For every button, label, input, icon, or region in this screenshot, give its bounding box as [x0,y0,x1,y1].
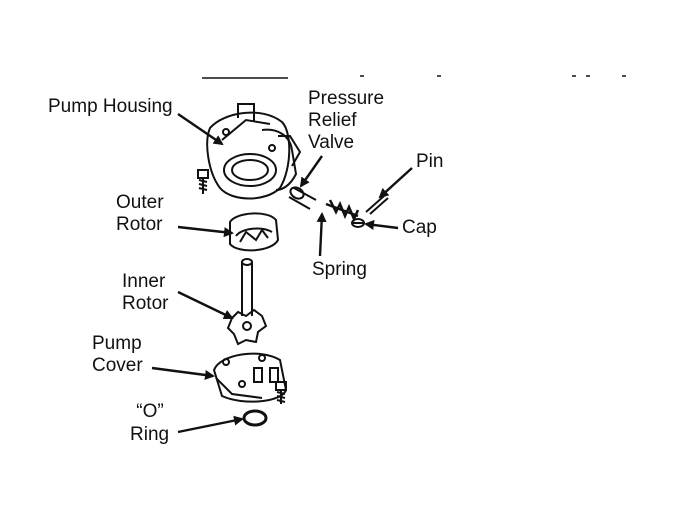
arrow-pressure-relief-valve [299,155,323,188]
label-outer-rotor-line2: Rotor [116,214,163,235]
pin-part [365,195,389,215]
label-cover-line2: Cover [92,355,143,376]
relief-valve-part [288,186,317,210]
outer-rotor-part [229,212,280,252]
leader-arrows [151,113,413,434]
scan-line [202,75,626,79]
label-ring-line2: Ring [130,424,170,445]
o-ring-part [242,409,268,427]
arrow-outer-rotor [177,225,234,238]
arrow-cap [364,220,399,230]
inner-rotor-part [226,258,268,346]
label-inner-line1: Inner [122,271,166,292]
arrow-pump-cover [151,366,215,380]
spring-part [325,199,360,223]
cap-part [351,218,365,228]
arrow-o-ring [177,415,244,434]
label-pin: Pin [416,151,444,172]
cover-bolt-part [275,381,287,404]
label-outer-line1: Outer [116,192,164,213]
label-spring: Spring [312,259,367,280]
pump-housing-part [206,103,302,200]
label-cap: Cap [402,217,437,238]
arrow-pin [378,167,413,199]
arrow-spring [316,212,327,257]
label-pump-housing: Pump Housing [48,96,173,117]
label-pump-line1: Pump [92,333,142,354]
label-inner-rotor-line2: Rotor [122,293,169,314]
label-pressure-line1: Pressure [308,88,385,109]
label-relief-line2: Relief [308,110,357,131]
label-o-line1: “O” [136,401,164,422]
label-valve-line3: Valve [308,132,355,153]
arrow-pump-housing [177,113,224,146]
pump-cover-part [212,352,288,403]
housing-bolt-part [197,169,209,194]
arrow-inner-rotor [177,290,234,320]
